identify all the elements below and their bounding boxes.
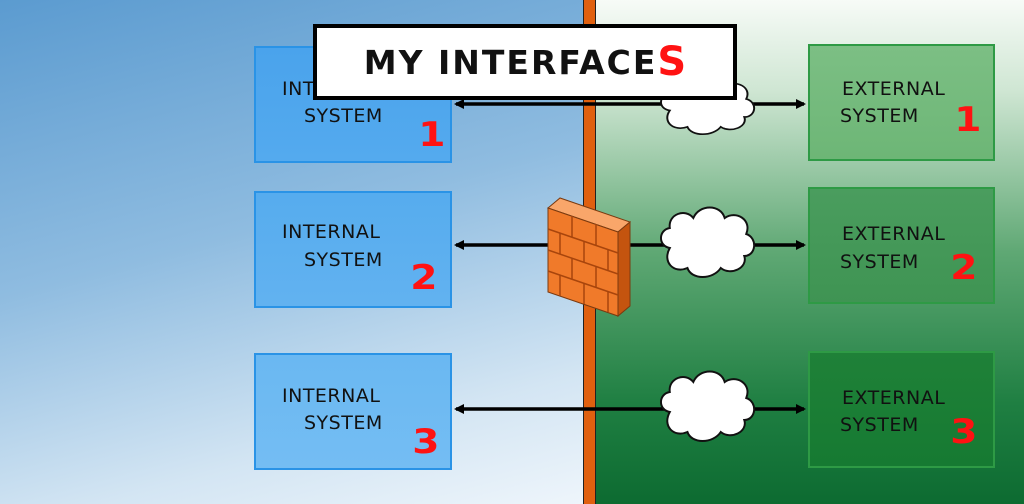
internal-system-2-number: 2: [410, 258, 438, 298]
diagram-title-accent-letter: S: [657, 39, 687, 85]
external-system-2-label-line2: SYSTEM: [840, 251, 919, 273]
internal-system-3-number: 3: [412, 422, 440, 462]
external-system-3-label-line1: EXTERNAL: [842, 387, 946, 409]
internal-system-2-label-line1: INTERNAL: [282, 221, 381, 243]
external-system-3-number: 3: [950, 412, 978, 452]
internal-system-3-label-line2: SYSTEM: [304, 412, 383, 434]
external-system-3-box: EXTERNAL SYSTEM 3: [808, 351, 995, 468]
external-system-1-label-line1: EXTERNAL: [842, 78, 946, 100]
external-system-2-label-line1: EXTERNAL: [842, 223, 946, 245]
internal-system-2-box: INTERNAL SYSTEM 2: [254, 191, 452, 308]
cloud-icon: [659, 370, 756, 442]
external-system-1-number: 1: [954, 100, 982, 140]
external-system-1-box: EXTERNAL SYSTEM 1: [808, 44, 995, 161]
cloud-icon: [659, 206, 756, 278]
internal-system-1-number: 1: [418, 115, 446, 155]
internal-system-3-box: INTERNAL SYSTEM 3: [254, 353, 452, 470]
diagram-title: MY INTERFACE: [363, 42, 658, 82]
external-system-1-label-line2: SYSTEM: [840, 105, 919, 127]
external-system-2-number: 2: [950, 248, 978, 288]
external-system-3-label-line2: SYSTEM: [840, 414, 919, 436]
internal-system-2-label-line2: SYSTEM: [304, 249, 383, 271]
external-system-2-box: EXTERNAL SYSTEM 2: [808, 187, 995, 304]
internal-system-1-label-line2: SYSTEM: [304, 105, 383, 127]
firewall-icon: [546, 197, 632, 318]
internal-system-3-label-line1: INTERNAL: [282, 385, 381, 407]
